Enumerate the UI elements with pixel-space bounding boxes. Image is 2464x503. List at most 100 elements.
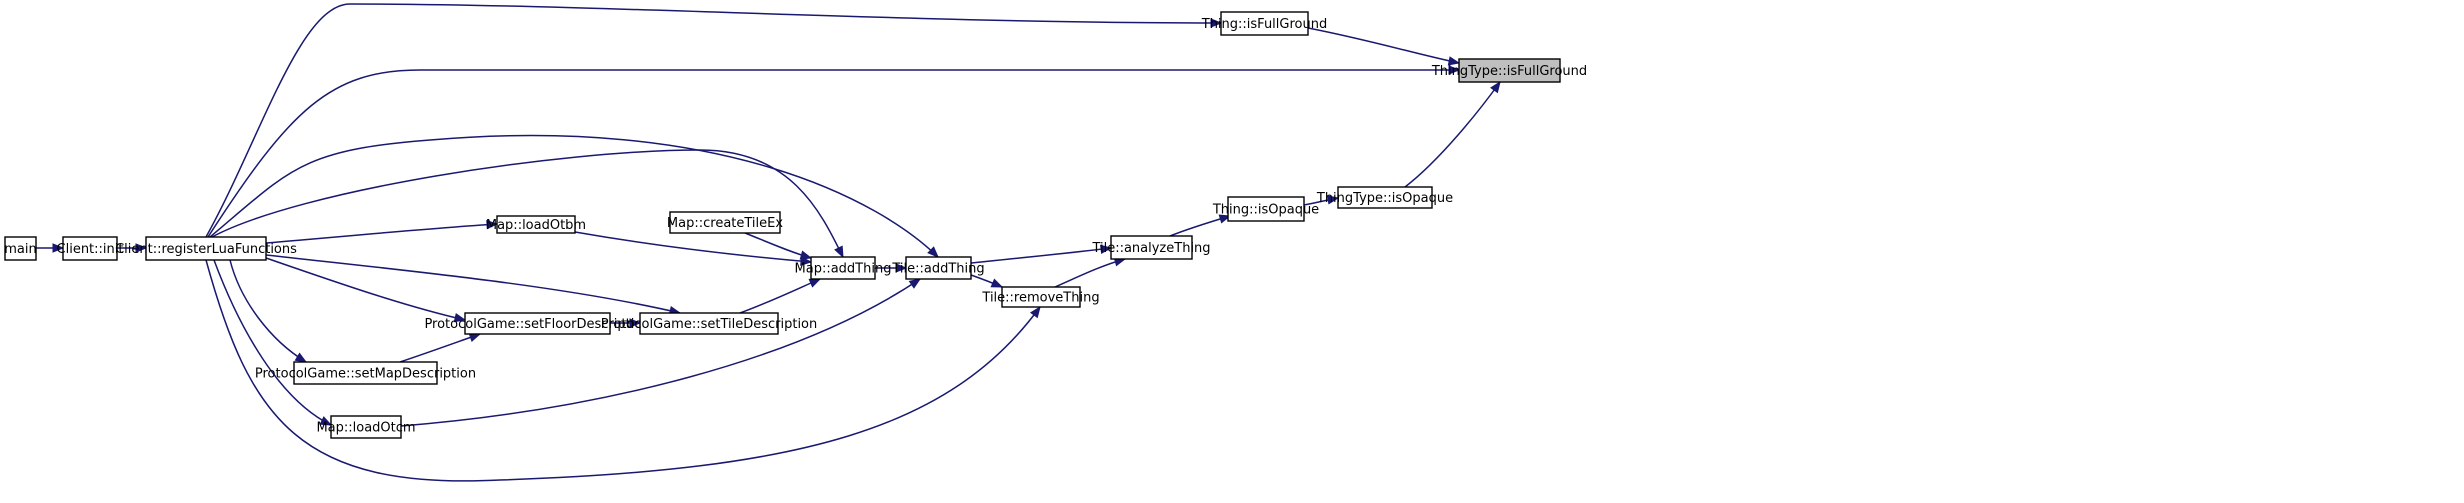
node-client-init[interactable]: Client::init [57, 236, 124, 261]
edge-line [400, 278, 921, 427]
node-tile-removething[interactable]: Tile::removeThing [981, 286, 1100, 308]
node-label: main [4, 242, 36, 257]
edge-arrowhead [1029, 305, 1041, 319]
edge-map_createtileex-to-map_addthing [744, 232, 813, 260]
node-label: ThingType::isFullGround [1431, 64, 1587, 79]
edge-arrowhead [453, 313, 467, 323]
edge-arrowhead [319, 416, 333, 426]
node-label: Thing::isFullGround [1201, 17, 1327, 32]
edge-line [229, 259, 307, 363]
edge-thing_isopaque-to-thingtype_isopaque [1303, 195, 1340, 206]
node-label: ThingType::isOpaque [1316, 191, 1453, 206]
node-pg-setfloor[interactable]: ProtocolGame::setFloorDescription [424, 312, 651, 335]
edge-client_reglua-to-map_loadotcm [213, 259, 333, 426]
node-box[interactable] [810, 256, 876, 280]
node-box[interactable] [1220, 11, 1309, 36]
edge-line [211, 149, 844, 258]
edge-arrowhead [1326, 195, 1340, 205]
node-box[interactable] [1001, 286, 1081, 308]
edge-arrowhead [486, 219, 499, 230]
edge-thing_isfullground-to-thingtype_isfullground [1307, 27, 1461, 66]
edge-line [744, 232, 812, 259]
edge-line [207, 69, 1459, 238]
edge-arrowhead [799, 250, 813, 260]
node-map-loadotcm[interactable]: Map::loadOtcm [316, 415, 416, 439]
node-box[interactable] [1227, 196, 1305, 222]
node-tile-addthing[interactable]: Tile::addThing [891, 256, 985, 280]
node-box[interactable] [905, 256, 972, 280]
edge-tile_analyze-to-thing_isopaque [1169, 214, 1232, 237]
node-label: Map::loadOtcm [316, 421, 415, 436]
edge-line [205, 259, 1041, 482]
edge-line [1307, 27, 1460, 64]
edge-line [574, 231, 812, 263]
edge-tile_removething-to-tile_analyze [1054, 257, 1127, 288]
node-label: Thing::isOpaque [1212, 203, 1319, 218]
edge-arrowhead [808, 278, 822, 288]
node-thingtype-isfullground[interactable]: ThingType::isFullGround [1431, 58, 1587, 83]
edge-line [205, 3, 1222, 238]
edge-pg_setmap-to-pg_setfloor [399, 332, 482, 363]
edge-client_init-to-client_reglua [117, 243, 148, 253]
node-thing-isfullground[interactable]: Thing::isFullGround [1201, 11, 1327, 36]
node-box[interactable] [1458, 58, 1561, 83]
node-box[interactable] [62, 236, 118, 261]
edge-arrowhead [629, 318, 642, 328]
node-label: Client::init [57, 242, 124, 257]
node-label: ProtocolGame::setMapDescription [255, 367, 476, 382]
node-tile-analyze[interactable]: Tile::analyzeThing [1091, 235, 1211, 260]
node-box[interactable] [4, 236, 37, 261]
edge-thingtype_isopaque-to-thingtype_isfullground [1404, 80, 1501, 188]
node-client-reglua[interactable]: Client::registerLuaFunctions [115, 236, 297, 261]
edge-arrowhead [1100, 244, 1113, 254]
node-pg-settile[interactable]: ProtocolGame::setTileDescription [601, 312, 818, 335]
node-box[interactable] [1110, 235, 1193, 260]
edge-pg_setfloor-to-pg_settile [610, 318, 642, 328]
edge-client_reglua-to-thingtype_isfullground [207, 65, 1461, 238]
edge-client_reglua-to-pg_settile [265, 254, 682, 316]
edge-line [739, 278, 821, 314]
edge-client_reglua-to-pg_setfloor [265, 257, 467, 323]
node-thing-isopaque[interactable]: Thing::isOpaque [1212, 196, 1319, 222]
node-box[interactable] [464, 312, 611, 335]
edge-line [209, 134, 939, 258]
node-box[interactable] [293, 361, 438, 385]
node-box[interactable] [1337, 186, 1433, 209]
node-map-loadotbm[interactable]: Map::loadOtbm [486, 215, 586, 234]
edge-arrowhead [1210, 18, 1223, 28]
edge-line [399, 333, 481, 363]
edge-client_reglua-to-tile_addthing [209, 134, 939, 258]
node-map-createtileex[interactable]: Map::createTileEx [667, 211, 783, 234]
node-map-addthing[interactable]: Map::addThing [795, 256, 892, 280]
node-label: ProtocolGame::setTileDescription [601, 317, 818, 332]
edge-line [265, 223, 498, 244]
node-thingtype-isopaque[interactable]: ThingType::isOpaque [1316, 186, 1453, 209]
edge-arrowhead [834, 245, 844, 259]
node-box[interactable] [330, 415, 402, 439]
edge-arrowhead [294, 352, 308, 363]
edge-pg_settile-to-map_addthing [739, 278, 822, 314]
edge-line [265, 257, 466, 321]
node-box[interactable] [639, 312, 779, 335]
edge-client_reglua-to-map_addthing [211, 149, 844, 259]
edge-line [1404, 81, 1501, 188]
node-label: Map::addThing [795, 262, 892, 277]
edge-arrowhead [1490, 80, 1501, 94]
node-main[interactable]: main [4, 236, 37, 261]
edge-client_reglua-to-map_loadotbm [265, 219, 499, 244]
node-box[interactable] [145, 236, 267, 261]
node-box[interactable] [496, 215, 576, 234]
edge-arrowhead [52, 243, 65, 253]
edge-line [1054, 258, 1126, 288]
node-box[interactable] [669, 211, 781, 234]
edge-tile_addthing-to-tile_analyze [970, 244, 1113, 264]
edge-arrowhead [135, 243, 148, 253]
node-label: Map::createTileEx [667, 216, 783, 231]
node-label: Tile::analyzeThing [1091, 241, 1210, 256]
node-label: Tile::addThing [891, 262, 984, 277]
node-pg-setmap[interactable]: ProtocolGame::setMapDescription [255, 361, 476, 385]
edge-map_loadotcm-to-tile_addthing [400, 278, 922, 427]
edge-map_addthing-to-tile_addthing [875, 263, 908, 273]
edge-client_reglua-to-tile_removething [205, 259, 1041, 482]
